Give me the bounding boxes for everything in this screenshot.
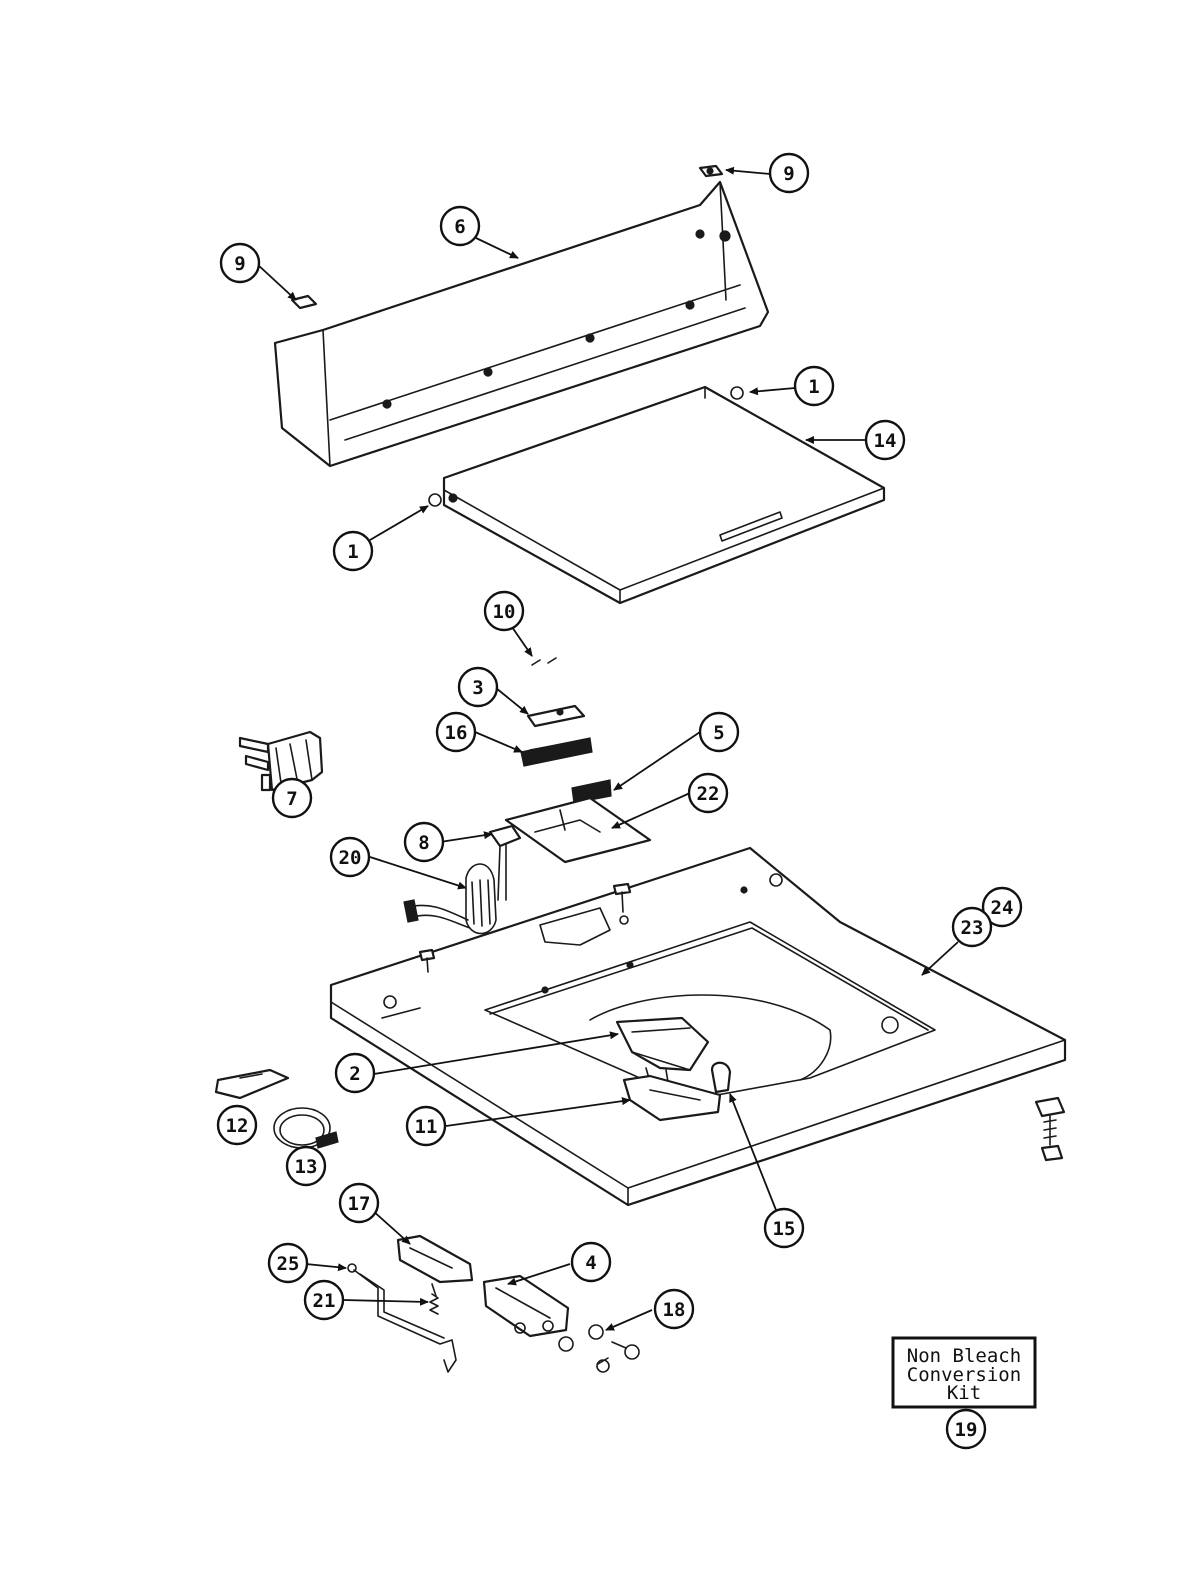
svg-text:16: 16 bbox=[445, 722, 468, 744]
svg-text:18: 18 bbox=[663, 1299, 686, 1321]
callout-14: 14 bbox=[864, 419, 906, 461]
lid-switch-assembly bbox=[504, 657, 652, 864]
svg-text:10: 10 bbox=[493, 601, 516, 623]
callout-4: 4 bbox=[570, 1241, 612, 1283]
hinge-clip bbox=[214, 1068, 290, 1100]
callout-1-left: 1 bbox=[332, 530, 374, 572]
wire-harness bbox=[403, 824, 522, 935]
callout-1-right: 1 bbox=[793, 365, 835, 407]
leveling-leg bbox=[1034, 1096, 1066, 1162]
power-cord-plug bbox=[238, 730, 324, 792]
svg-text:14: 14 bbox=[874, 430, 897, 452]
kit-line-2: Conversion bbox=[907, 1364, 1021, 1386]
svg-text:5: 5 bbox=[713, 722, 724, 744]
top-screw-left bbox=[418, 948, 436, 973]
callout-13: 13 bbox=[285, 1145, 327, 1187]
callout-6: 6 bbox=[439, 205, 481, 247]
svg-text:23: 23 bbox=[961, 917, 984, 939]
console-bracket-left bbox=[290, 294, 318, 310]
callout-3: 3 bbox=[457, 666, 499, 708]
svg-text:19: 19 bbox=[955, 1419, 978, 1441]
callout-15: 15 bbox=[763, 1207, 805, 1249]
svg-text:11: 11 bbox=[415, 1116, 438, 1138]
svg-text:1: 1 bbox=[808, 376, 819, 398]
washer-lid bbox=[442, 385, 886, 605]
kit-line-1: Non Bleach bbox=[907, 1345, 1021, 1367]
svg-text:21: 21 bbox=[313, 1290, 336, 1312]
callout-12: 12 bbox=[216, 1104, 258, 1146]
callout-11: 11 bbox=[405, 1105, 447, 1147]
svg-text:1: 1 bbox=[347, 541, 358, 563]
svg-text:9: 9 bbox=[783, 163, 794, 185]
lid-switch-actuator bbox=[482, 1274, 570, 1338]
kit-line-3: Kit bbox=[947, 1382, 981, 1404]
callout-5: 5 bbox=[698, 711, 740, 753]
callout-10: 10 bbox=[483, 590, 525, 632]
svg-text:7: 7 bbox=[286, 788, 297, 810]
lid-bumper-right bbox=[730, 386, 744, 400]
svg-text:15: 15 bbox=[773, 1218, 796, 1240]
svg-text:8: 8 bbox=[418, 832, 429, 854]
svg-text:2: 2 bbox=[349, 1063, 360, 1085]
svg-text:12: 12 bbox=[226, 1115, 249, 1137]
washer-top-cover bbox=[329, 846, 1067, 1207]
callout-7: 7 bbox=[271, 777, 313, 819]
leader-lines bbox=[256, 166, 959, 1331]
callout-16: 16 bbox=[435, 711, 477, 753]
svg-text:25: 25 bbox=[277, 1253, 300, 1275]
screws-washers bbox=[558, 1324, 640, 1373]
conversion-kit-box: Non Bleach Conversion Kit bbox=[891, 1336, 1037, 1409]
svg-text:24: 24 bbox=[991, 897, 1014, 919]
callout-24: 24 bbox=[981, 886, 1023, 928]
dispenser-cap bbox=[710, 1061, 732, 1094]
callout-17: 17 bbox=[338, 1182, 380, 1224]
callout-18: 18 bbox=[653, 1288, 695, 1330]
callout-22: 22 bbox=[687, 772, 729, 814]
callout-9-right: 9 bbox=[768, 152, 810, 194]
top-screw-center bbox=[612, 882, 632, 925]
spring bbox=[429, 1293, 439, 1315]
callout-21: 21 bbox=[303, 1279, 345, 1321]
latch-housing bbox=[396, 1234, 474, 1297]
callout-23: 23 bbox=[951, 906, 993, 948]
callout-25: 25 bbox=[267, 1242, 309, 1284]
callout-19: 19 bbox=[945, 1408, 987, 1450]
callout-9-left: 9 bbox=[219, 242, 261, 284]
svg-text:9: 9 bbox=[234, 253, 245, 275]
svg-text:22: 22 bbox=[697, 783, 720, 805]
svg-text:4: 4 bbox=[585, 1252, 596, 1274]
callout-2: 2 bbox=[334, 1052, 376, 1094]
svg-text:3: 3 bbox=[472, 677, 483, 699]
callout-20: 20 bbox=[329, 836, 371, 878]
lid-bumper-left bbox=[428, 493, 442, 507]
control-console bbox=[273, 180, 770, 468]
svg-text:20: 20 bbox=[339, 847, 362, 869]
hose-clamp bbox=[273, 1107, 339, 1149]
callout-8: 8 bbox=[403, 821, 445, 863]
svg-text:17: 17 bbox=[348, 1193, 371, 1215]
svg-text:13: 13 bbox=[295, 1156, 318, 1178]
svg-text:6: 6 bbox=[454, 216, 465, 238]
console-bracket-right bbox=[698, 164, 724, 178]
